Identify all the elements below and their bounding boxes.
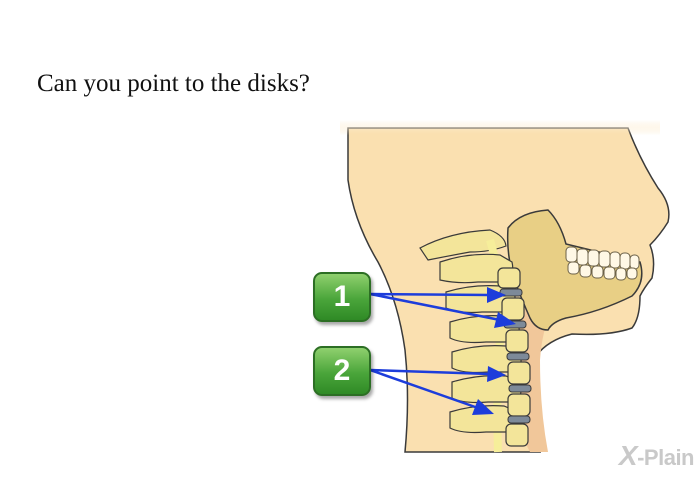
arrows — [369, 287, 516, 415]
question-text: Can you point to the disks? — [37, 70, 310, 97]
label-button-2[interactable]: 2 — [313, 346, 371, 396]
skull-base — [419, 229, 507, 261]
label-button-1[interactable]: 1 — [313, 272, 371, 322]
vertebral-bodies — [497, 267, 531, 447]
logo-mark: X — [618, 440, 638, 471]
x-plain-logo: X-Plain — [618, 440, 695, 472]
logo-text: -Plain — [637, 445, 694, 470]
teeth — [565, 246, 640, 281]
